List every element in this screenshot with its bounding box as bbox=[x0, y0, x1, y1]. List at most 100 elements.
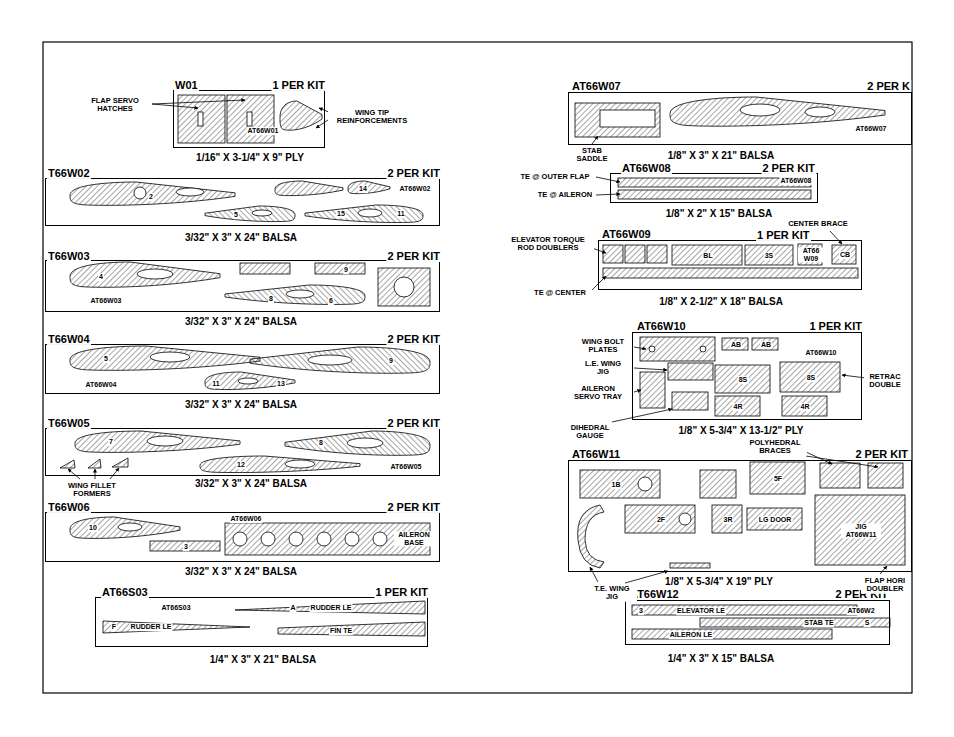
leader-line bbox=[152, 104, 198, 108]
leader-line bbox=[634, 368, 667, 370]
callout-label: TE @ CENTER bbox=[533, 289, 587, 297]
part-outline bbox=[603, 268, 858, 278]
sheet-name: AT66W07 bbox=[571, 80, 622, 92]
stock-size: 3/32" X 3" X 24" BALSA bbox=[194, 478, 308, 489]
part-outline bbox=[118, 523, 142, 531]
part-label: A bbox=[289, 604, 296, 612]
part-outline bbox=[70, 262, 220, 287]
part-label: AT66W03 bbox=[90, 297, 123, 305]
callout-label: T.E. WING JIG bbox=[587, 585, 637, 602]
part-outline bbox=[618, 190, 811, 199]
leader-line bbox=[68, 469, 80, 479]
part-outline bbox=[198, 112, 203, 126]
part-label: RUDDER LE bbox=[130, 623, 173, 631]
leader-line bbox=[95, 469, 96, 479]
part-outline bbox=[747, 508, 802, 530]
part-outline bbox=[780, 362, 840, 392]
leader-line bbox=[830, 231, 842, 244]
part-label: AILERON LE bbox=[669, 631, 713, 639]
part-outline bbox=[235, 601, 425, 614]
part-outline bbox=[305, 205, 423, 223]
part-outline bbox=[348, 181, 390, 194]
leader-line bbox=[634, 390, 641, 392]
stock-sheet: T66W022 PER KIT3/32" X 3" X 24" BALSA214… bbox=[45, 178, 440, 226]
part-outline bbox=[700, 470, 736, 498]
part-label: AT66S03 bbox=[160, 604, 191, 612]
part-outline bbox=[672, 392, 708, 410]
part-outline bbox=[278, 622, 425, 636]
stock-size: 3/32" X 3" X 24" BALSA bbox=[184, 316, 298, 327]
part-outline bbox=[722, 338, 748, 350]
callout-label: WING BOLT PLATES bbox=[576, 338, 630, 355]
stock-size: 1/8" X 2" X 15" BALSA bbox=[665, 208, 773, 219]
kit-count: 2 PER KIT bbox=[386, 250, 441, 262]
part-outline bbox=[679, 513, 691, 525]
kit-count: 1 PER KIT bbox=[808, 320, 863, 332]
part-label: CB bbox=[839, 251, 851, 259]
part-outline bbox=[345, 532, 359, 546]
part-label: 5 bbox=[233, 211, 239, 219]
part-outline bbox=[712, 505, 742, 533]
stock-sheet: AT66W112 PER KIT1/8" X 5-3/4" X 19" PLY1… bbox=[568, 460, 912, 572]
callout-label: FLAP SERVO HATCHES bbox=[78, 97, 152, 114]
part-label: AT66W06 bbox=[230, 515, 263, 523]
part-outline bbox=[640, 337, 715, 361]
stock-sheet: AT66W091 PER KIT1/8" X 2-1/2" X 18" BALS… bbox=[598, 240, 862, 290]
part-outline bbox=[176, 188, 204, 196]
part-outline bbox=[868, 463, 903, 488]
part-outline bbox=[317, 532, 331, 546]
leader-line bbox=[842, 375, 866, 378]
part-outline bbox=[715, 396, 760, 416]
part-outline bbox=[250, 347, 430, 373]
part-outline bbox=[672, 245, 742, 265]
kit-count: 1 PER KIT bbox=[271, 79, 326, 91]
part-outline bbox=[668, 363, 713, 380]
part-label: 1B bbox=[611, 481, 622, 489]
kit-count: 1 PER KIT bbox=[756, 229, 811, 241]
part-label: 10 bbox=[88, 524, 98, 532]
kit-count: 2 PER KIT bbox=[386, 167, 441, 179]
part-outline bbox=[750, 462, 805, 494]
leader-line bbox=[596, 194, 620, 195]
part-label: RUDDER LE bbox=[310, 604, 353, 612]
leader-line bbox=[592, 276, 606, 290]
part-outline bbox=[225, 285, 365, 304]
part-outline bbox=[378, 268, 430, 306]
stock-size: 1/8" X 5-3/4" X 13-1/2" PLY bbox=[677, 425, 804, 436]
part-outline bbox=[200, 456, 360, 473]
part-outline bbox=[205, 206, 295, 222]
part-label: 8S bbox=[806, 374, 817, 382]
part-outline bbox=[358, 209, 382, 217]
callout-label: FLAP HORI DOUBLER bbox=[861, 577, 909, 594]
part-label: FIN TE bbox=[329, 627, 353, 635]
callout-label: RETRAC DOUBLE bbox=[864, 373, 906, 390]
callout-label: DIHEDRAL GAUGE bbox=[561, 424, 619, 441]
part-outline bbox=[252, 210, 272, 216]
part-label: S bbox=[864, 619, 871, 627]
part-outline bbox=[285, 460, 315, 468]
stock-sheet: AT66W082 PER KIT1/8" X 2" X 15" BALSAAT6… bbox=[610, 173, 818, 203]
part-outline bbox=[832, 245, 856, 264]
part-outline bbox=[649, 346, 655, 352]
part-label: 4R bbox=[800, 403, 811, 411]
part-outline bbox=[280, 101, 322, 130]
part-shapes bbox=[60, 95, 905, 639]
leader-line bbox=[590, 567, 598, 582]
part-label: AT66 W09 bbox=[798, 247, 824, 262]
part-outline bbox=[240, 263, 290, 274]
part-label: 9 bbox=[343, 266, 349, 274]
leader-line bbox=[596, 177, 620, 182]
part-outline bbox=[640, 372, 665, 408]
sheet-name: AT66W11 bbox=[571, 448, 621, 460]
part-outline bbox=[70, 182, 235, 205]
part-label: 2 bbox=[148, 193, 154, 201]
part-outline bbox=[275, 181, 343, 196]
part-outline bbox=[752, 338, 778, 350]
part-outline bbox=[715, 365, 770, 393]
part-label: 14 bbox=[358, 185, 368, 193]
part-label: 15 bbox=[336, 210, 346, 218]
callout-label: WING TIP REINFORCEMENTS bbox=[328, 109, 416, 126]
kit-count: 2 PER KIT bbox=[386, 417, 441, 429]
part-label: 5 bbox=[103, 355, 109, 363]
